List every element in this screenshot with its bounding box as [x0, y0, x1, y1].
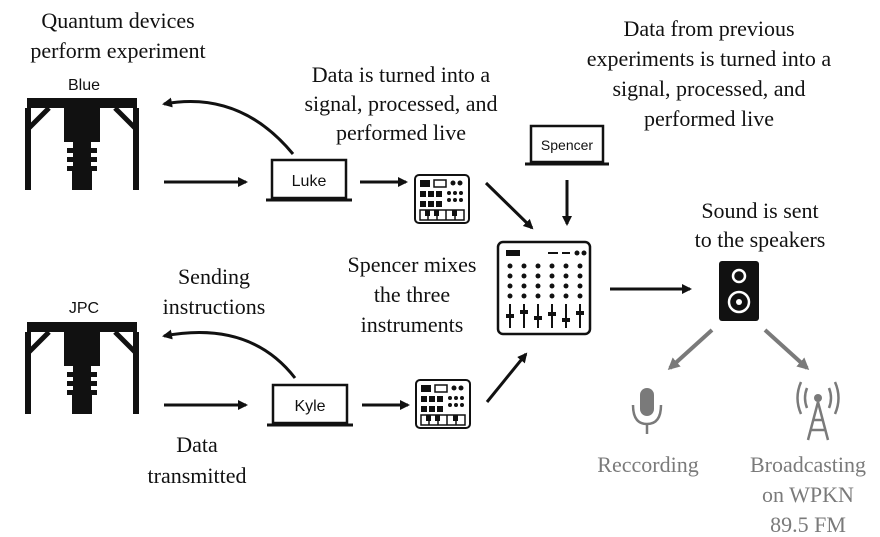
midi-controller-top-icon [414, 174, 470, 224]
microphone-icon [631, 388, 663, 434]
arrow-luke-to-blue [162, 97, 295, 155]
cryostat-blue-icon [25, 98, 139, 190]
midi-controller-bottom-icon [415, 379, 471, 429]
svg-text:transmitted: transmitted [148, 463, 247, 488]
svg-text:instructions: instructions [163, 294, 266, 319]
svg-text:Spencer mixes: Spencer mixes [348, 252, 477, 277]
cryostat-jpc-icon [25, 322, 139, 414]
arrows [162, 97, 692, 410]
arrow-midi-to-mixer [484, 181, 534, 230]
laptop-label-spencer: Spencer [541, 137, 593, 153]
svg-text:Quantum devices: Quantum devices [41, 8, 194, 33]
caption-data-signal-live: Data is turned into a signal, processed,… [304, 62, 497, 145]
caption-data-previous: Data from previous experiments is turned… [587, 16, 832, 131]
caption-sending-instructions: Sending instructions [163, 264, 266, 319]
device-label-jpc: JPC [69, 300, 99, 317]
speaker-icon [719, 261, 759, 321]
svg-text:89.5 FM: 89.5 FM [770, 512, 846, 537]
laptop-kyle-icon [267, 383, 353, 427]
svg-text:Data: Data [176, 432, 218, 457]
mixer-icon [496, 240, 592, 336]
grey-arrows [667, 328, 810, 371]
svg-text:on WPKN: on WPKN [762, 482, 854, 507]
svg-text:signal, processed, and: signal, processed, and [304, 91, 497, 116]
svg-text:Sending: Sending [178, 264, 250, 289]
caption-recording: Reccording [597, 452, 698, 477]
radio-tower-icon [796, 381, 840, 441]
device-label-blue: Blue [68, 77, 100, 94]
arrow-kyle-to-jpc [162, 329, 297, 379]
svg-text:experiments is turned into a: experiments is turned into a [587, 46, 832, 71]
svg-text:to the speakers: to the speakers [695, 227, 826, 252]
laptop-label-luke: Luke [292, 173, 327, 190]
svg-text:Data from previous: Data from previous [623, 16, 794, 41]
caption-data-transmitted: Data transmitted [148, 432, 247, 488]
svg-text:perform experiment: perform experiment [30, 38, 205, 63]
caption-quantum-devices: Quantum devices perform experiment [30, 8, 205, 63]
arrow-speaker-to-broadcast [763, 328, 810, 371]
caption-spencer-mixes: Spencer mixes the three instruments [348, 252, 477, 337]
svg-text:signal, processed, and: signal, processed, and [612, 76, 805, 101]
svg-text:performed live: performed live [336, 120, 466, 145]
laptop-luke-icon [266, 158, 352, 202]
svg-text:the three: the three [374, 282, 450, 307]
arrow-speaker-to-recording [667, 328, 714, 371]
svg-text:Sound is sent: Sound is sent [701, 198, 818, 223]
laptop-spencer-icon [525, 124, 609, 166]
laptop-label-kyle: Kyle [294, 398, 325, 415]
svg-text:Broadcasting: Broadcasting [750, 452, 866, 477]
caption-sound-sent: Sound is sent to the speakers [695, 198, 826, 252]
svg-text:Data is turned into a: Data is turned into a [312, 62, 491, 87]
svg-text:performed live: performed live [644, 106, 774, 131]
svg-text:Reccording: Reccording [597, 452, 698, 477]
svg-text:instruments: instruments [361, 312, 464, 337]
caption-broadcasting: Broadcasting on WPKN 89.5 FM [750, 452, 866, 537]
arrow-midi-to-mixer-bottom [485, 352, 528, 403]
